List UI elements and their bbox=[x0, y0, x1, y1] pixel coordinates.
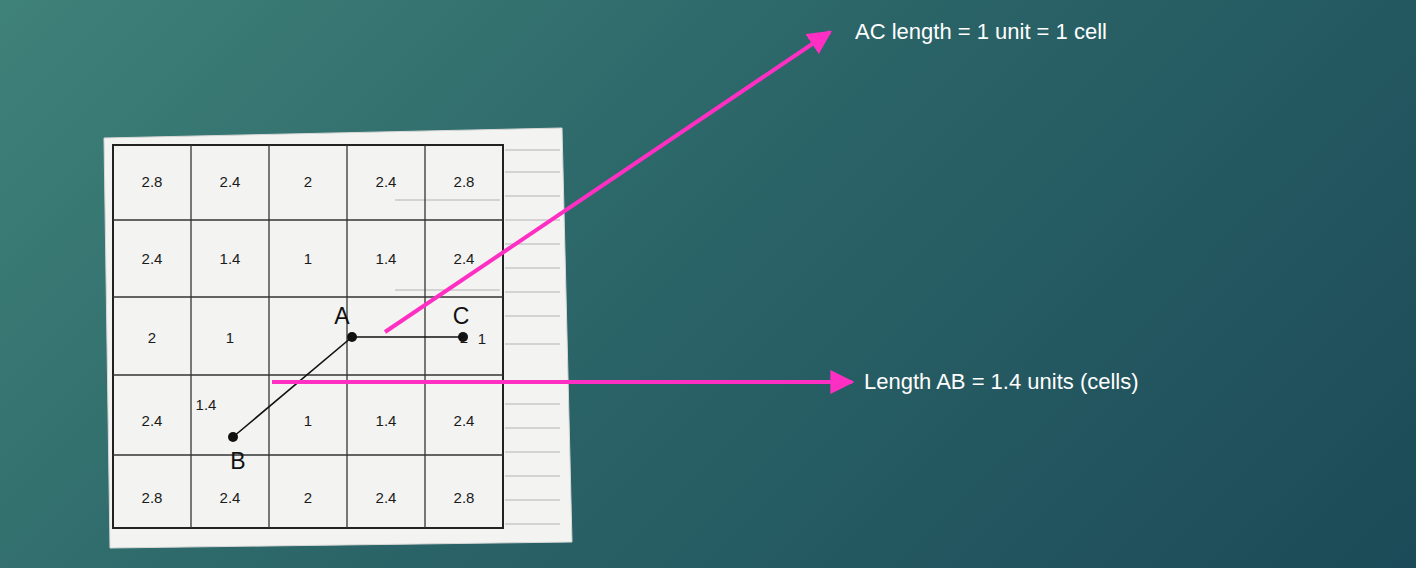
cell-value: 2.8 bbox=[454, 490, 475, 505]
cell-value: 2.8 bbox=[142, 174, 163, 189]
cell-value: 1 bbox=[304, 413, 312, 428]
cell-value: 2 bbox=[304, 490, 312, 505]
cell-value: 2.4 bbox=[454, 413, 475, 428]
cell-value: 2.4 bbox=[220, 174, 241, 189]
cell-value: 1 bbox=[478, 331, 486, 346]
cell-value: 2.4 bbox=[142, 251, 163, 266]
point-label: A bbox=[334, 305, 349, 328]
cell-value: 2.4 bbox=[142, 413, 163, 428]
cell-value: 2.4 bbox=[454, 251, 475, 266]
cell-value: 1.4 bbox=[220, 251, 241, 266]
cell-value: 2.8 bbox=[454, 174, 475, 189]
cell-value: 2.4 bbox=[376, 174, 397, 189]
cell-value: 1.4 bbox=[376, 251, 397, 266]
cell-value: 2.4 bbox=[220, 490, 241, 505]
cell-value: 2 bbox=[460, 330, 468, 345]
cell-value: 2 bbox=[148, 330, 156, 345]
point-label: B bbox=[230, 450, 245, 473]
cell-value: 1.4 bbox=[376, 413, 397, 428]
cell-value: 1 bbox=[304, 251, 312, 266]
callout-text: Length AB = 1.4 units (cells) bbox=[864, 371, 1139, 393]
cell-value: 1 bbox=[226, 330, 234, 345]
cell-value: 2.8 bbox=[142, 490, 163, 505]
callout-text: AC length = 1 unit = 1 cell bbox=[855, 21, 1107, 43]
cell-value: 2.4 bbox=[376, 490, 397, 505]
cell-value: 2 bbox=[304, 174, 312, 189]
point-label: C bbox=[453, 305, 470, 328]
cell-value: 1.4 bbox=[196, 397, 217, 412]
